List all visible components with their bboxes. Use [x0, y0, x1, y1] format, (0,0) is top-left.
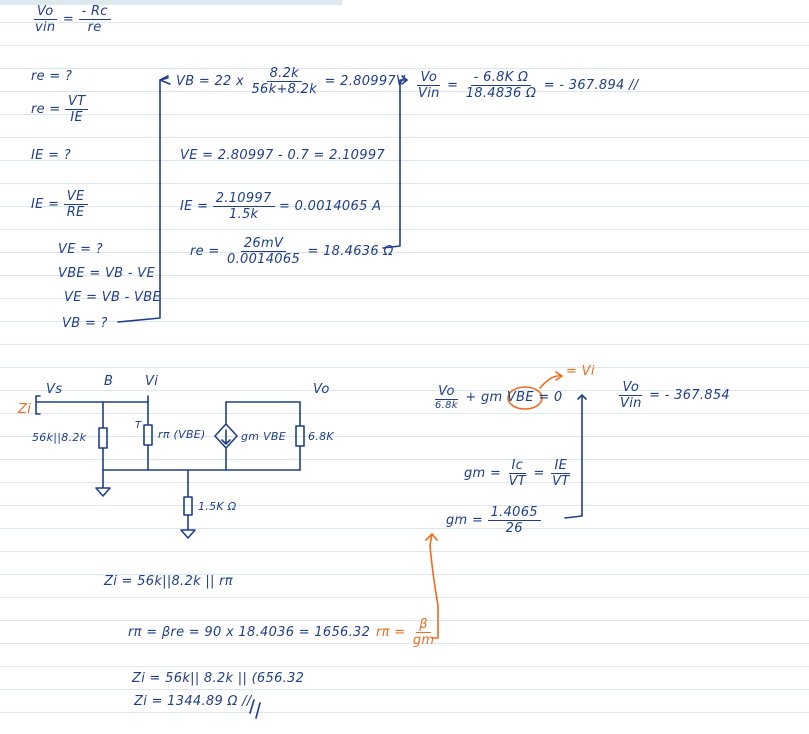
zi-result: Zi = 1344.89 Ω // [134, 694, 252, 709]
ie-question: IE = ? [31, 148, 71, 163]
circuit-vs: Vs [46, 382, 63, 397]
circuit-gm: gm VBE [241, 430, 287, 443]
vbe-circle [507, 386, 543, 410]
circuit-bias-label: 56k||8.2k [32, 431, 87, 444]
gm-wire-top [147, 395, 301, 403]
zi-expression: Zi = 56k||8.2k || rπ [104, 574, 233, 589]
result-arrow [577, 394, 587, 400]
rpi-calculation: rπ = βre = 90 x 18.4036 = 1656.32 [128, 625, 371, 640]
rc-resistor [295, 401, 305, 471]
circuit-mark-t: T [135, 420, 142, 431]
orange-link [425, 533, 439, 639]
right-bracket-arrow [401, 75, 408, 85]
bias-ground [95, 469, 111, 497]
zi-final-mark [249, 699, 261, 719]
gm-arrow [221, 429, 231, 445]
circuit-vi: Vi [145, 374, 159, 389]
circuit-re: 1.5K Ω [198, 500, 237, 513]
re-ground [180, 529, 196, 539]
vi-note: = Vi [566, 364, 595, 379]
re-question: re = ? [31, 69, 73, 84]
zi-bracket [35, 395, 41, 415]
ve-question: VE = ? [58, 242, 103, 257]
vbe-equation: VBE = VB - VE [58, 266, 155, 281]
result-bracket [564, 394, 583, 519]
gm-source [214, 401, 238, 471]
ve-calculation: VE = 2.80997 - 0.7 = 2.10997 [180, 148, 385, 163]
rpi-resistor [143, 401, 153, 471]
circuit-vo: Vo [313, 382, 330, 397]
right-bracket [382, 79, 408, 249]
zi-substitution: Zi = 56k|| 8.2k || (656.32 [132, 671, 305, 686]
vi-arrow [539, 371, 563, 389]
circuit-zi: Zi [18, 402, 32, 417]
circuit-node-b: B [104, 374, 114, 389]
bias-resistor [98, 401, 108, 471]
circuit-rc: 6.8K [308, 430, 334, 443]
ve-equation: VE = VB - VBE [64, 290, 161, 305]
bracket-arrow [159, 75, 171, 85]
left-bracket [117, 77, 169, 323]
circuit-rpi: rπ (VBE) [158, 428, 206, 441]
vb-question: VB = ? [62, 316, 108, 331]
re-resistor [183, 469, 193, 531]
top-edge-strip [0, 0, 342, 5]
